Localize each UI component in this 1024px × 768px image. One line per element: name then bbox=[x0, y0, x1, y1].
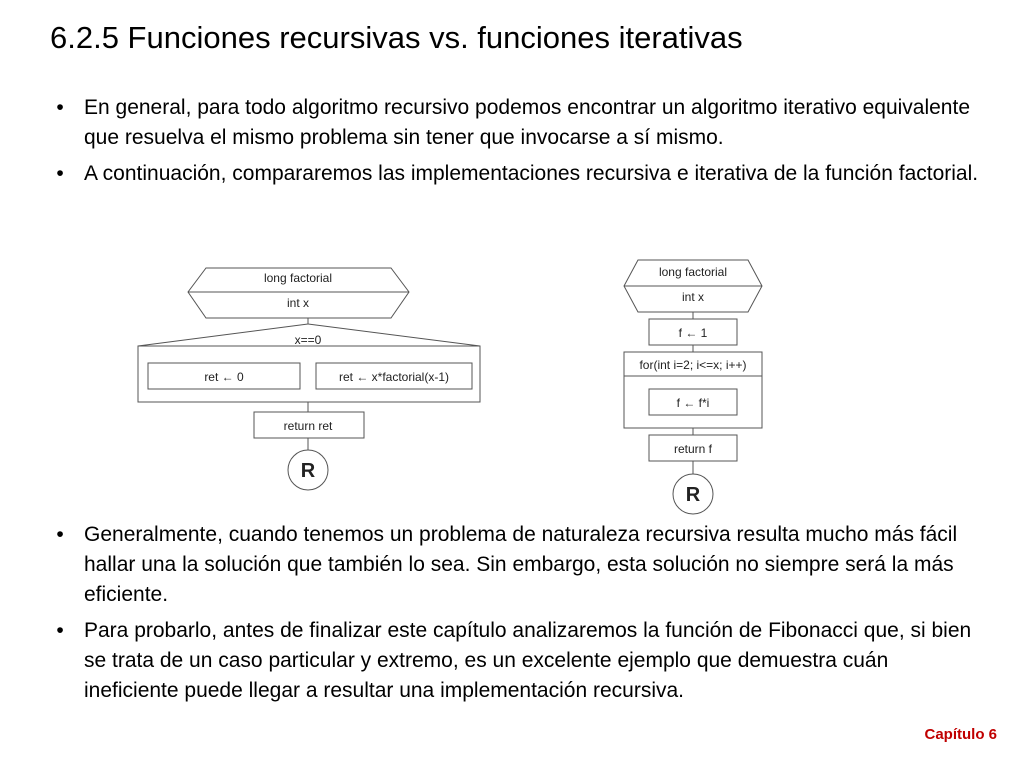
bullet-icon: • bbox=[56, 523, 64, 546]
bullet-item: • A continuación, compararemos las implem… bbox=[50, 159, 980, 189]
chapter-footer: Capítulo 6 bbox=[924, 726, 997, 743]
loop-body-label: f ← f*i bbox=[677, 396, 710, 410]
bullet-list-bottom: • Generalmente, cuando tenemos un problem… bbox=[50, 520, 980, 712]
end-label: R bbox=[301, 460, 316, 482]
loop-body-box bbox=[648, 388, 738, 416]
return-box bbox=[253, 411, 365, 439]
iterative-factorial-diagram: long factorial int x f ← 1 for(int i=2; … bbox=[620, 256, 770, 521]
bullet-item: • Para probarlo, antes de finalizar este … bbox=[50, 616, 980, 706]
end-circle bbox=[672, 473, 714, 515]
bullet-text: Para probarlo, antes de finalizar este c… bbox=[84, 619, 972, 702]
end-label: R bbox=[686, 484, 701, 506]
condition-label: x==0 bbox=[295, 333, 322, 347]
false-branch-box bbox=[315, 362, 473, 390]
bullet-icon: • bbox=[56, 619, 64, 642]
init-label: f ← 1 bbox=[679, 326, 708, 340]
bullet-item: • Generalmente, cuando tenemos un problem… bbox=[50, 520, 980, 610]
bullet-icon: • bbox=[56, 96, 64, 119]
true-branch-box bbox=[147, 362, 301, 390]
recursive-factorial-diagram: long factorial int x x==0 ret ← 0 ret ← … bbox=[136, 262, 486, 497]
bullet-icon: • bbox=[56, 162, 64, 185]
bullet-list-top: • En general, para todo algoritmo recursi… bbox=[50, 93, 980, 195]
end-circle bbox=[287, 449, 329, 491]
true-branch-label: ret ← 0 bbox=[204, 370, 244, 384]
function-param-label: int x bbox=[287, 296, 309, 310]
function-name-label: long factorial bbox=[659, 265, 727, 279]
bullet-item: • En general, para todo algoritmo recursi… bbox=[50, 93, 980, 153]
loop-label: for(int i=2; i<=x; i++) bbox=[639, 358, 746, 372]
bullet-text: Generalmente, cuando tenemos un problema… bbox=[84, 523, 958, 606]
return-box bbox=[648, 434, 738, 462]
function-name-label: long factorial bbox=[264, 271, 332, 285]
init-box bbox=[648, 318, 738, 346]
bullet-text: En general, para todo algoritmo recursiv… bbox=[84, 96, 970, 149]
function-param-label: int x bbox=[682, 290, 704, 304]
return-label: return f bbox=[674, 442, 713, 456]
bullet-text: A continuación, compararemos las impleme… bbox=[84, 162, 979, 185]
return-label: return ret bbox=[284, 419, 333, 433]
slide-title: 6.2.5 Funciones recursivas vs. funciones… bbox=[50, 20, 743, 55]
false-branch-label: ret ← x*factorial(x-1) bbox=[339, 370, 449, 384]
